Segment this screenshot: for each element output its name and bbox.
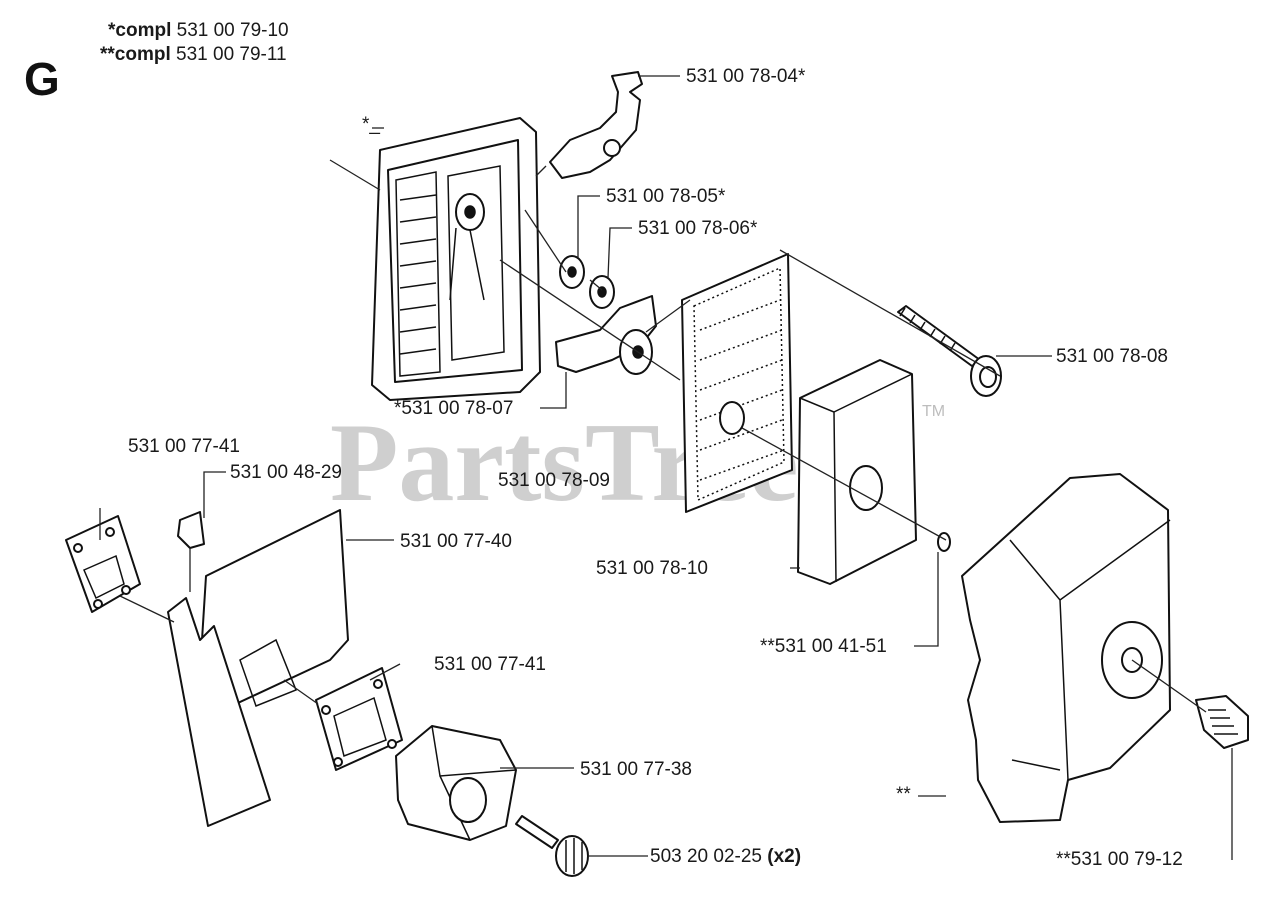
intake-7738 xyxy=(395,725,517,841)
screw-0225 xyxy=(515,815,589,877)
filter-housing xyxy=(371,117,541,401)
compl-2-prefix: ** xyxy=(100,44,115,65)
long-plate xyxy=(167,597,271,827)
label-780806: 531 00 78-06* xyxy=(638,218,758,239)
label-4151: **531 00 41-51 xyxy=(760,636,887,657)
compl-1-prefix: * xyxy=(108,20,116,41)
label-7738: 531 00 77-38 xyxy=(580,759,692,780)
label-780804: 531 00 78-04* xyxy=(686,66,806,87)
leader-lines xyxy=(99,75,1233,860)
compl-1-bold: compl xyxy=(115,20,171,41)
compl-line-1: *compl 531 00 79-10 xyxy=(108,20,289,41)
label-7741-a: 531 00 77-41 xyxy=(128,436,240,457)
compl-2-bold: compl xyxy=(115,44,171,65)
label-0225: 503 20 02-25 (x2) xyxy=(650,846,801,867)
foam-filter xyxy=(797,359,917,585)
filter-cover xyxy=(961,473,1171,823)
mesh-filter xyxy=(681,253,793,513)
compl-line-2: **compl 531 00 79-11 xyxy=(100,44,287,65)
label-0225-qty: (x2) xyxy=(767,846,801,867)
gasket-left xyxy=(65,515,141,613)
bracket-780804 xyxy=(549,71,643,179)
label-7740: 531 00 77-40 xyxy=(400,531,512,552)
label-780807: *531 00 78-07 xyxy=(394,398,513,419)
clip-4151 xyxy=(937,532,951,552)
washers xyxy=(559,255,615,309)
section-letter: G xyxy=(24,53,60,105)
label-780805: 531 00 78-05* xyxy=(606,186,726,207)
bracket-780807 xyxy=(555,295,657,375)
compl-1-number: 531 00 79-10 xyxy=(171,20,288,41)
label-4829: 531 00 48-29 xyxy=(230,462,342,483)
screw-780808 xyxy=(897,305,1002,397)
label-780808: 531 00 78-08 xyxy=(1056,346,1168,367)
label-0225-number: 503 20 02-25 xyxy=(650,846,767,867)
label-dstar-marker: ** xyxy=(896,784,911,805)
tab-4829 xyxy=(177,511,205,549)
gasket-lower xyxy=(315,667,403,771)
label-7741-b: 531 00 77-41 xyxy=(434,654,546,675)
knob-7912 xyxy=(1195,695,1249,749)
label-star-marker: *_ xyxy=(362,114,380,135)
label-780809: 531 00 78-09 xyxy=(498,470,610,491)
label-7912: **531 00 79-12 xyxy=(1056,849,1183,870)
label-781010: 531 00 78-10 xyxy=(596,558,708,579)
watermark-tm: TM xyxy=(922,403,945,420)
compl-2-number: 531 00 79-11 xyxy=(171,44,287,65)
